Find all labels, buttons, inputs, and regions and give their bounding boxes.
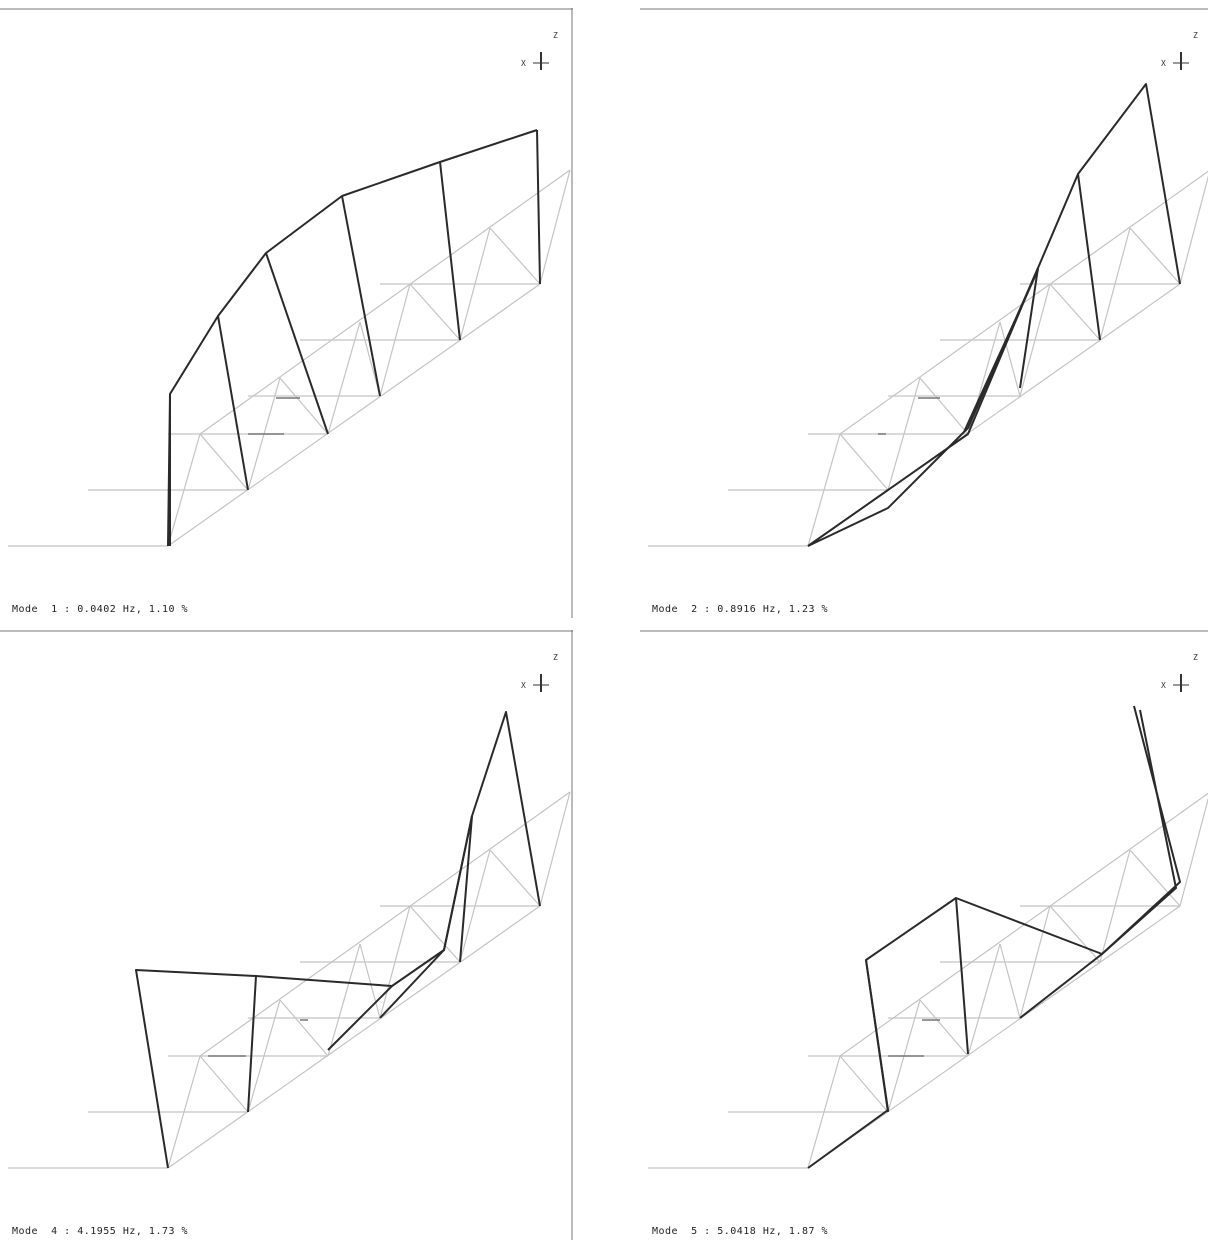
deformed-mode-shape — [135, 711, 541, 1169]
axis-triad: X Z — [1161, 31, 1198, 70]
deformed-mode-shape — [807, 705, 1181, 1169]
axis-triad: X Z — [521, 31, 558, 70]
axis-triad: X Z — [1161, 653, 1198, 692]
undeformed-structure — [8, 169, 571, 547]
axis-z-label: Z — [553, 31, 558, 40]
deformed-mode-shape — [167, 129, 541, 547]
mode-panel-2: X Z Mode 2 : 0.8916 Hz, 1.23 % — [640, 8, 1208, 618]
mode-caption: Mode 5 : 5.0418 Hz, 1.87 % — [652, 1226, 829, 1237]
undeformed-structure — [8, 791, 571, 1169]
mode-panel-1: X Z Mode 1 : 0.0402 Hz, 1.10 % — [0, 8, 573, 618]
mode-panel-4: X Z Mode 5 : 5.0418 Hz, 1.87 % — [640, 630, 1208, 1240]
mode-shape-plot: X Z — [640, 8, 1208, 547]
axis-x-label: X — [1161, 59, 1166, 68]
mode-caption: Mode 1 : 0.0402 Hz, 1.10 % — [12, 604, 189, 615]
deformed-mode-shape — [807, 83, 1181, 547]
axis-x-label: X — [1161, 681, 1166, 690]
undeformed-structure — [648, 170, 1208, 547]
axis-x-label: X — [521, 681, 526, 690]
axis-triad: X Z — [521, 653, 558, 692]
undeformed-structure — [648, 792, 1208, 1169]
axis-z-label: Z — [553, 653, 558, 662]
mode-caption: Mode 2 : 0.8916 Hz, 1.23 % — [652, 604, 829, 615]
mode-shape-plot: X Z — [0, 8, 573, 618]
mode-panel-3: X Z Mode 4 : 4.1955 Hz, 1.73 % — [0, 630, 573, 1240]
axis-z-label: Z — [1193, 653, 1198, 662]
axis-x-label: X — [521, 59, 526, 68]
mode-shape-plot: X Z — [640, 630, 1208, 1169]
mode-caption: Mode 4 : 4.1955 Hz, 1.73 % — [12, 1226, 189, 1237]
axis-z-label: Z — [1193, 31, 1198, 40]
mode-shape-plot: X Z — [0, 630, 573, 1240]
